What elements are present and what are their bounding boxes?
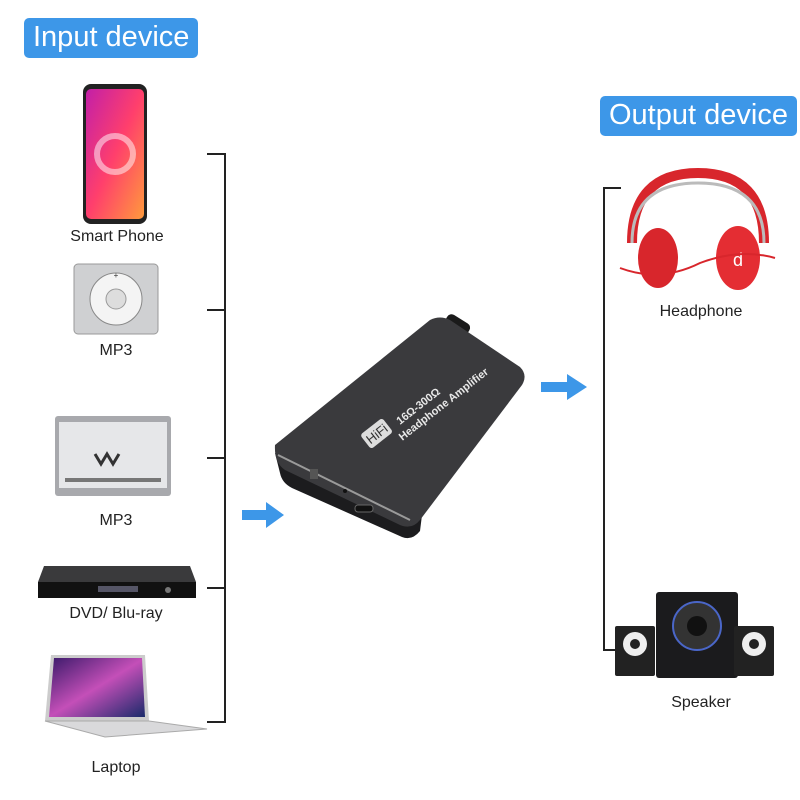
- smartphone-icon: [83, 84, 147, 224]
- laptop-icon: [44, 655, 208, 738]
- bracket-tick: [207, 309, 225, 311]
- output-bracket: [603, 187, 605, 651]
- output-device-badge: Output device: [600, 96, 797, 136]
- input-device-badge: Input device: [24, 18, 199, 58]
- arrow-right-icon: [242, 502, 284, 528]
- mp3-label: MP3: [99, 342, 133, 359]
- svg-text:+: +: [114, 271, 119, 280]
- headphone-amplifier-image: 16Ω-300Ω Headphone Amplifier HiFi: [274, 314, 525, 539]
- dvd-bluray-label: DVD/ Blu-ray: [69, 605, 163, 622]
- arrow-right-icon: [541, 374, 587, 400]
- bracket-tick: [207, 457, 225, 459]
- mp3-label-2: MP3: [99, 512, 133, 529]
- bracket-tick: [603, 187, 621, 189]
- svg-text:d: d: [733, 250, 743, 270]
- headphone-label: Headphone: [659, 303, 743, 320]
- input-bracket: [224, 153, 226, 723]
- laptop-label: Laptop: [91, 759, 141, 776]
- bracket-tick: [603, 649, 621, 651]
- speaker-label: Speaker: [671, 694, 731, 711]
- walkman-icon: [55, 416, 171, 496]
- bracket-tick: [207, 587, 225, 589]
- smart-phone-label: Smart Phone: [70, 228, 164, 245]
- bracket-tick: [207, 721, 225, 723]
- bracket-tick: [207, 153, 225, 155]
- dvd-player-icon: [38, 566, 196, 598]
- speaker-icon: [615, 592, 774, 678]
- mp3-player-icon: +: [73, 263, 159, 335]
- headphone-icon: d: [619, 167, 776, 290]
